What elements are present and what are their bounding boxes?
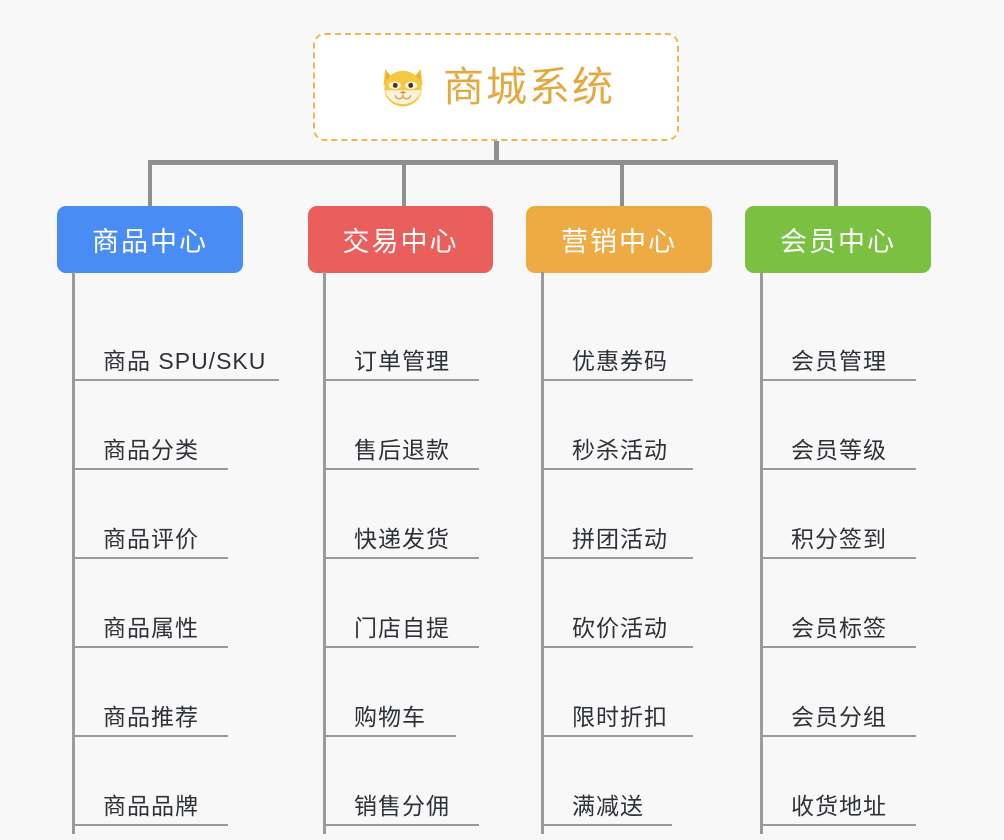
leaf-label: 售后退款 [354, 436, 450, 463]
leaf-item[interactable]: 秒杀活动 [542, 381, 693, 470]
leaf-label: 限时折扣 [572, 703, 668, 730]
root-title: 商城系统 [443, 63, 615, 110]
leaf-label: 购物车 [354, 703, 426, 730]
leaf-item[interactable]: 订单管理 [324, 292, 479, 381]
leaf-label: 会员分组 [791, 703, 887, 730]
category-label: 交易中心 [342, 227, 459, 257]
leaf-item[interactable]: 销售分佣 [324, 737, 479, 826]
leaf-item[interactable]: 商品 SPU/SKU [73, 292, 279, 381]
branch-drop-4 [834, 160, 838, 207]
category-box-marketing[interactable]: 营销中心 [526, 206, 712, 273]
leaf-item[interactable]: 满减送 [542, 737, 672, 826]
leaf-label: 商品评价 [103, 525, 199, 552]
leaf-trunk-line [760, 272, 763, 834]
leaf-item[interactable]: 购物车 [324, 648, 456, 737]
leaf-item[interactable]: 商品评价 [73, 470, 228, 559]
category-box-product[interactable]: 商品中心 [57, 206, 243, 273]
category-label: 营销中心 [561, 227, 677, 257]
shiba-dog-face-icon [383, 69, 423, 107]
leaf-item[interactable]: 商品推荐 [73, 648, 228, 737]
leaf-trunk-line [541, 272, 544, 834]
leaf-label: 销售分佣 [354, 792, 450, 819]
leaf-item[interactable]: 会员分组 [761, 648, 916, 737]
leaf-label: 会员管理 [791, 347, 887, 374]
leaf-item[interactable]: 售后退款 [324, 381, 479, 470]
root-node[interactable]: 商城系统 [313, 33, 679, 141]
leaf-label: 快递发货 [354, 525, 450, 552]
leaf-item[interactable]: 优惠券码 [542, 292, 693, 381]
leaf-label: 门店自提 [354, 614, 450, 641]
leaf-label: 订单管理 [354, 347, 450, 374]
category-box-member[interactable]: 会员中心 [745, 206, 931, 273]
leaf-label: 拼团活动 [572, 525, 668, 552]
leaf-label: 商品属性 [103, 614, 199, 641]
leaf-label: 会员标签 [791, 614, 887, 641]
leaf-label: 商品品牌 [103, 792, 199, 819]
leaf-item[interactable]: 商品分类 [73, 381, 228, 470]
leaf-item[interactable]: 限时折扣 [542, 648, 693, 737]
leaf-item[interactable]: 积分签到 [761, 470, 916, 559]
leaf-label: 商品 SPU/SKU [103, 347, 267, 374]
leaf-label: 优惠券码 [572, 347, 668, 374]
category-label: 会员中心 [780, 227, 896, 257]
leaf-item[interactable]: 会员管理 [761, 292, 916, 381]
leaf-label: 商品分类 [103, 436, 199, 463]
leaf-trunk-line [323, 272, 326, 834]
leaf-item[interactable]: 砍价活动 [542, 559, 693, 648]
leaf-item[interactable]: 商品属性 [73, 559, 228, 648]
category-label: 商品中心 [92, 227, 208, 257]
leaf-item[interactable]: 会员标签 [761, 559, 916, 648]
leaf-item[interactable]: 快递发货 [324, 470, 479, 559]
leaf-label: 砍价活动 [572, 614, 668, 641]
leaf-item[interactable]: 拼团活动 [542, 470, 693, 559]
leaf-item[interactable]: 商品品牌 [73, 737, 228, 826]
leaf-item[interactable]: 收货地址 [761, 737, 916, 826]
category-box-trade[interactable]: 交易中心 [308, 206, 493, 273]
leaf-item[interactable]: 门店自提 [324, 559, 479, 648]
leaf-label: 收货地址 [791, 792, 887, 819]
branch-bus-line [148, 160, 838, 165]
leaf-label: 商品推荐 [103, 703, 199, 730]
leaf-label: 满减送 [572, 792, 644, 819]
leaf-label: 会员等级 [791, 436, 887, 463]
branch-drop-2 [402, 160, 406, 207]
leaf-item[interactable]: 会员等级 [761, 381, 916, 470]
leaf-label: 积分签到 [791, 525, 887, 552]
leaf-label: 秒杀活动 [572, 436, 668, 463]
root-connector-stem [494, 141, 499, 163]
leaf-trunk-line [72, 272, 75, 834]
branch-drop-3 [620, 160, 624, 207]
branch-drop-1 [148, 160, 152, 207]
